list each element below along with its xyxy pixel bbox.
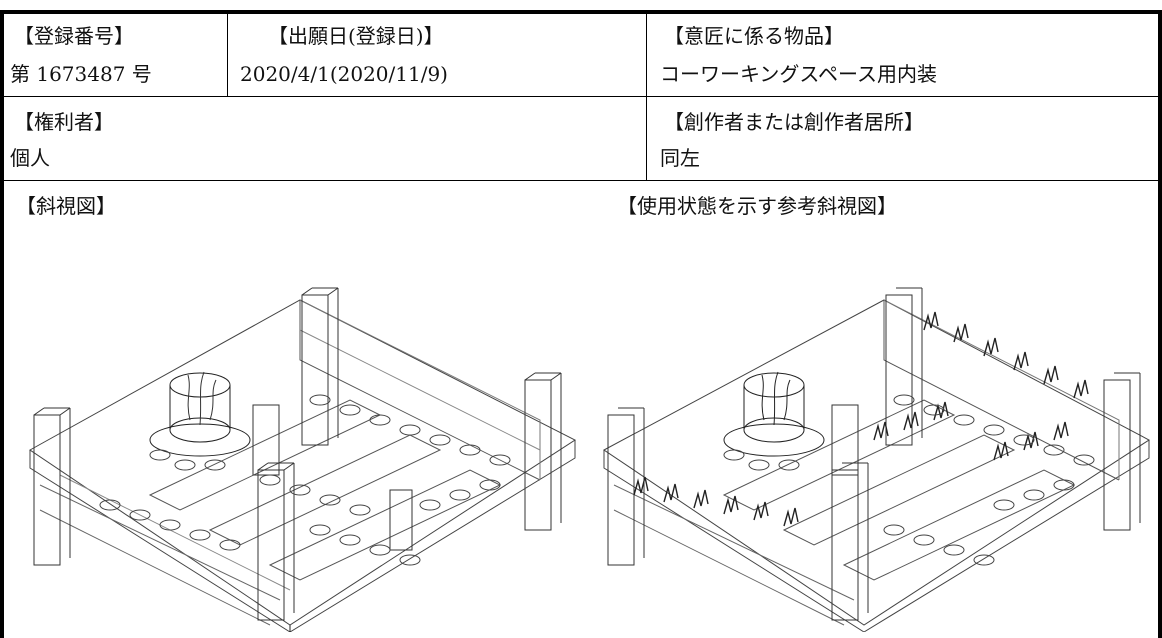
- col-divider-b: [646, 12, 647, 180]
- frame-left-border: [0, 10, 4, 638]
- frame-top-border: [0, 10, 1162, 14]
- frame-right-border: [1158, 10, 1162, 638]
- row-divider-2: [0, 180, 1162, 181]
- creator-label: 【創作者または創作者居所】: [664, 110, 924, 134]
- perspective-view-drawing: [20, 280, 580, 632]
- rights-holder-label: 【権利者】: [14, 110, 114, 134]
- perspective-view-label: 【斜視図】: [16, 194, 116, 218]
- registration-number-label: 【登録番号】: [14, 24, 134, 48]
- registration-number-value: 第 1673487 号: [10, 62, 152, 86]
- col-divider-a: [227, 12, 228, 96]
- application-date-label: 【出願日(登録日)】: [268, 24, 444, 48]
- rights-holder-value: 個人: [10, 146, 50, 170]
- reference-view-drawing: [594, 280, 1154, 632]
- article-value: コーワーキングスペース用内装: [660, 62, 937, 86]
- reference-view-label: 【使用状態を示す参考斜視図】: [617, 194, 897, 218]
- creator-value: 同左: [660, 146, 700, 170]
- application-date-value: 2020/4/1(2020/11/9): [240, 62, 448, 86]
- row-divider-1: [0, 96, 1162, 97]
- article-label: 【意匠に係る物品】: [664, 24, 844, 48]
